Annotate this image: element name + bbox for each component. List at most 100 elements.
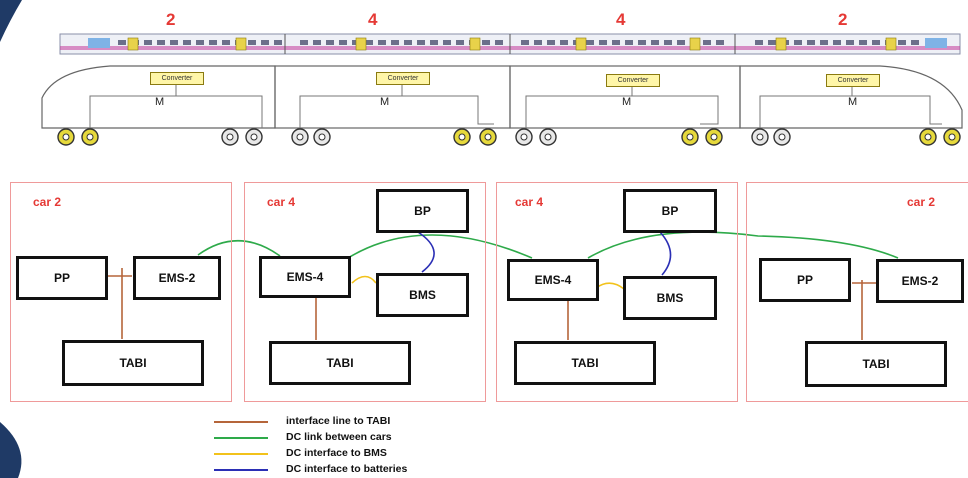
train-window [703,40,711,45]
equipment-marker [127,37,139,51]
tabi-box: TABI [514,341,656,385]
train-window [326,40,334,45]
bms-line-car2 [351,275,377,284]
train-wheel [313,128,331,146]
train-side-view-strip [59,33,961,55]
train-window [716,40,724,45]
train-window [872,40,880,45]
car-label: car 4 [267,195,296,209]
car-panel-2: car 4 BP EMS-4 BMS TABI [244,182,486,402]
train-wheel [919,128,937,146]
train-window [911,40,919,45]
equipment-marker [775,37,787,51]
car-label: car 4 [515,195,544,209]
converter-car3: Converter [606,74,660,87]
train-window [560,40,568,45]
train-window [833,40,841,45]
power-wire [401,84,494,125]
bms-box: BMS [376,273,469,317]
ems-2-box: EMS-2 [876,259,964,303]
train-window [664,40,672,45]
train-window [378,40,386,45]
ems-2-box: EMS-2 [133,256,221,300]
motor-label-car2: M [380,96,390,108]
train-wheel [221,128,239,146]
equipment-marker [885,37,897,51]
power-wire [851,86,942,125]
train-window [170,40,178,45]
battery-line-car2 [417,231,435,273]
tabi-box: TABI [62,340,204,386]
train-window [404,40,412,45]
car-number-1: 2 [166,10,176,29]
train-wheel [681,128,699,146]
train-window [768,40,776,45]
train-window [157,40,165,45]
car-panel-1: car 2 PP EMS-2 TABI [10,182,232,402]
train-window [196,40,204,45]
train-window [846,40,854,45]
train-window [183,40,191,45]
train-window [456,40,464,45]
train-wheel [81,128,99,146]
train-window [222,40,230,45]
battery-line-car3 [659,231,672,276]
car-panel-3: car 4 BP EMS-4 BMS TABI [496,182,738,402]
legend-label-dc-link: DC link between cars [286,431,392,443]
train-window [430,40,438,45]
legend-label-batteries: DC interface to batteries [286,463,408,475]
tabi-box: TABI [805,341,947,387]
train-window [534,40,542,45]
motor-label-car3: M [622,96,632,108]
converter-car2: Converter [376,72,430,85]
pp-box: PP [16,256,108,300]
dc-link-car3-car4 [587,231,899,259]
train-window [586,40,594,45]
train-window [313,40,321,45]
bp-box: BP [623,189,717,233]
train-wheel [705,128,723,146]
train-wheel [291,128,309,146]
train-window [391,40,399,45]
car-label: car 2 [907,195,936,209]
train-window [547,40,555,45]
train-window [339,40,347,45]
train-window [755,40,763,45]
train-window [274,40,282,45]
bms-box: BMS [623,276,717,320]
bp-box: BP [376,189,469,233]
train-window [144,40,152,45]
train-window [599,40,607,45]
legend-label-tabi: interface line to TABI [286,415,391,427]
train-window [261,40,269,45]
train-window [807,40,815,45]
train-window [300,40,308,45]
train-window [677,40,685,45]
train-window [118,40,126,45]
equipment-marker [689,37,701,51]
train-wheel [773,128,791,146]
train-window [638,40,646,45]
train-window [651,40,659,45]
dc-link-car1-car2 [197,239,281,257]
ems-4-box: EMS-4 [259,256,351,298]
car-number-4: 2 [838,10,848,29]
converter-car4: Converter [826,74,880,87]
train-window [443,40,451,45]
top-left-corner-decoration [0,0,22,42]
converter-car1: Converter [150,72,204,85]
train-window [794,40,802,45]
train-window [521,40,529,45]
equipment-marker [575,37,587,51]
train-wheel [453,128,471,146]
power-wire [525,86,633,128]
car-number-2: 4 [368,10,378,29]
pp-box: PP [759,258,851,302]
equipment-marker [469,37,481,51]
train-wheel [245,128,263,146]
train-wheel [57,128,75,146]
train-window [495,40,503,45]
train-window [820,40,828,45]
ems-4-box: EMS-4 [507,259,599,301]
